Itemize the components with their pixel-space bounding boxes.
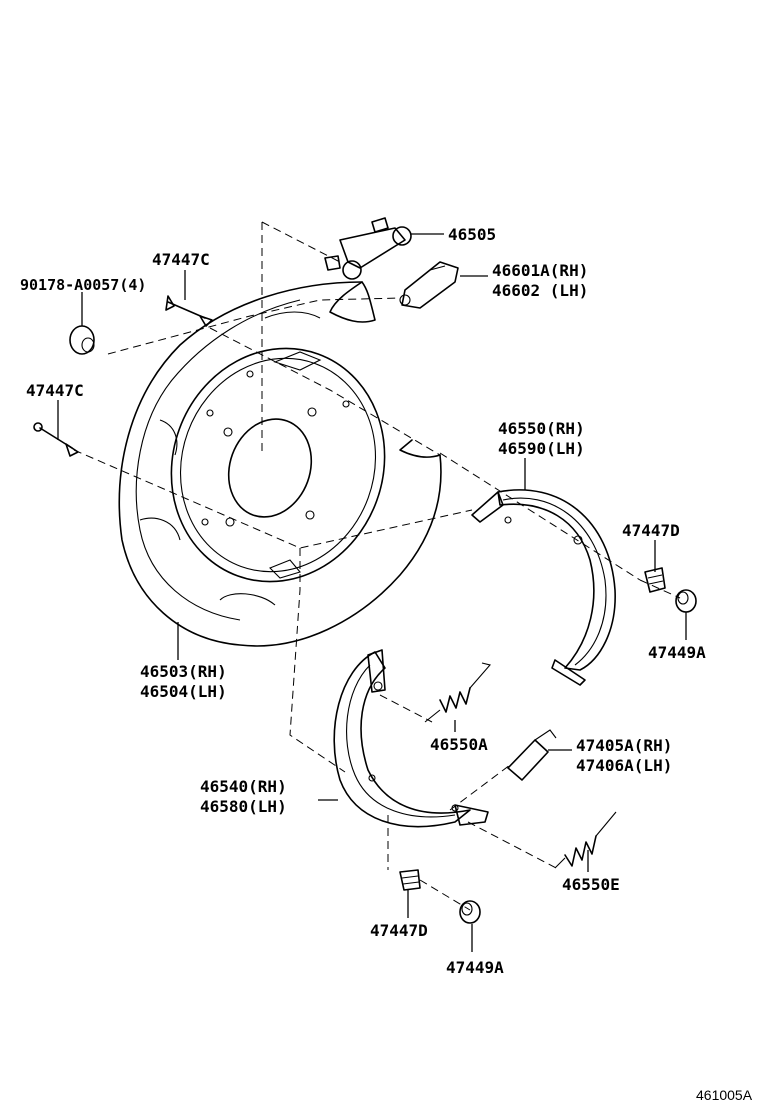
- brake-shoe-upper: [471, 489, 616, 686]
- label-46550: 46550(RH): [498, 419, 585, 438]
- label-46601a: 46601A(RH): [492, 261, 588, 280]
- adjuster: [507, 729, 557, 781]
- spring-46550a: [424, 662, 492, 723]
- bolt-middle: [33, 422, 79, 457]
- spring-46550e: [554, 811, 617, 869]
- parking-brake-lever: [324, 217, 412, 280]
- label-46550a: 46550A: [430, 735, 488, 754]
- figure-reference: 461005A: [696, 1087, 753, 1103]
- hold-down-spring-bottom: [399, 869, 421, 891]
- hold-down-spring-right: [644, 567, 666, 593]
- retainer-cup-bottom: [459, 900, 481, 924]
- leader-lines: [57, 233, 687, 952]
- label-46505: 46505: [448, 225, 496, 244]
- cable-bracket: [399, 261, 459, 309]
- label-47405a: 47405A(RH): [576, 736, 672, 755]
- label-47447c-top: 47447C: [152, 250, 210, 269]
- backing-plate: [118, 281, 442, 647]
- bolt-top: [165, 295, 213, 327]
- label-90178: 90178-A0057(4): [20, 276, 146, 294]
- alignment-lines: [73, 221, 681, 911]
- label-46550e: 46550E: [562, 875, 620, 894]
- label-47447c-mid: 47447C: [26, 381, 84, 400]
- label-46540: 46540(RH): [200, 777, 287, 796]
- label-46602: 46602 (LH): [492, 281, 588, 300]
- label-47449a-bottom: 47449A: [446, 958, 504, 977]
- label-47449a-right: 47449A: [648, 643, 706, 662]
- label-46580: 46580(LH): [200, 797, 287, 816]
- retainer-cup-right: [675, 589, 697, 613]
- brake-shoe-lower: [333, 649, 489, 828]
- label-46503: 46503(RH): [140, 662, 227, 681]
- label-47406a: 47406A(LH): [576, 756, 672, 775]
- label-47447d-bottom: 47447D: [370, 921, 428, 940]
- part-labels: 46505 46601A(RH) 46602 (LH) 47447C 90178…: [20, 225, 706, 977]
- label-46590: 46590(LH): [498, 439, 585, 458]
- nut: [69, 325, 95, 355]
- label-46504: 46504(LH): [140, 682, 227, 701]
- label-47447d-right: 47447D: [622, 521, 680, 540]
